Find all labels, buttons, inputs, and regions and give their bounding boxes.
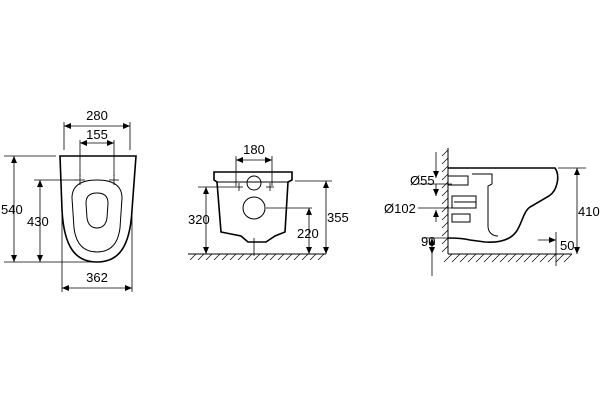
top-view: 280 155 540 430 362 [1,108,137,292]
dim-320: 320 [188,186,236,254]
top-view-seat-ring [71,179,123,253]
front-view: 180 320 355 220 [188,142,349,261]
dim-180-label: 180 [243,142,265,157]
dim-90: 90 [421,234,452,276]
dim-362-label: 362 [86,270,108,285]
dim-dia-102-label: Ø102 [384,201,416,216]
front-view-mount-marks [235,183,274,191]
dim-220-label: 220 [297,226,319,241]
side-view: Ø55 Ø102 90 410 50 [384,148,600,276]
side-view-wall-hatch [441,149,449,253]
dim-dia-55: Ø55 [410,152,439,188]
dim-155: 155 [79,127,115,176]
dim-540-label: 540 [1,202,23,217]
dim-410: 410 [558,167,600,254]
side-view-bowl-profile [447,167,559,243]
dim-280: 280 [63,108,131,150]
front-view-inlet-hole [246,175,262,191]
dim-50-label: 50 [560,238,574,253]
dim-155-label: 155 [86,127,108,142]
dim-280-label: 280 [86,108,108,123]
side-view-floor-hatch [443,253,573,263]
top-view-bowl-outline [59,155,137,263]
dim-355-label: 355 [327,210,349,225]
dim-50: 50 [538,232,574,266]
dim-dia-102: Ø102 [384,184,452,222]
dim-320-label: 320 [188,212,210,227]
front-view-outlet-hole [242,196,266,220]
dim-410-label: 410 [578,204,600,219]
dim-220: 220 [266,207,319,254]
dim-430-label: 430 [27,214,49,229]
dim-180: 180 [235,142,273,186]
dim-dia-55-label: Ø55 [410,173,435,188]
dim-90-label: 90 [421,234,435,249]
dim-355: 355 [295,180,349,254]
top-view-seat-inner [85,192,109,229]
dim-540: 540 [1,155,92,263]
front-view-floor-hatch [189,253,325,261]
dim-430: 430 [27,179,76,262]
dim-362: 362 [61,212,133,292]
top-view-mount-marks [75,175,119,185]
side-view-fittings [447,175,477,223]
